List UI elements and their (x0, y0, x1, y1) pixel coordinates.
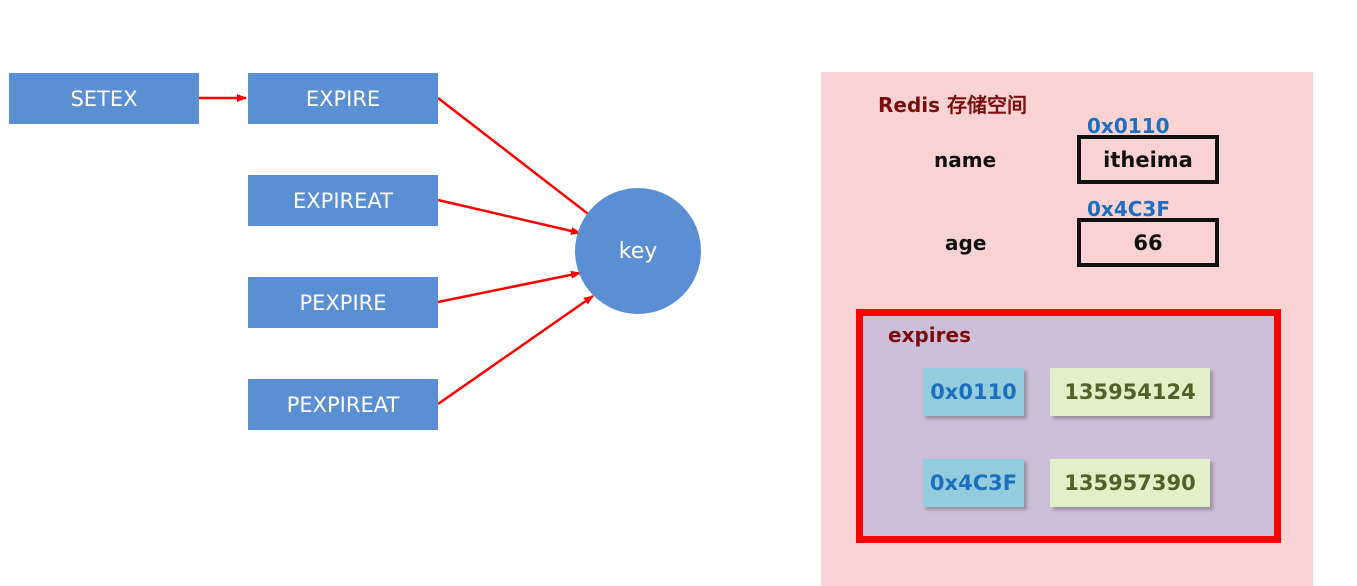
expire-command-box: EXPIRE (248, 73, 438, 124)
expireat-command-box: EXPIREAT (248, 175, 438, 226)
key-node: key (575, 188, 701, 314)
age-address: 0x4C3F (1087, 197, 1170, 221)
expires-title: expires (888, 323, 971, 347)
expires-entry-address: 0x0110 (923, 368, 1024, 416)
expires-entry-address: 0x4C3F (923, 459, 1024, 507)
arrow-expireat-to-key (437, 198, 581, 235)
arrow-pexpire-to-key (437, 270, 581, 304)
pexpireat-command-box: PEXPIREAT (248, 379, 438, 430)
name-value-box: itheima (1077, 135, 1219, 184)
storage-title: Redis 存储空间 (878, 93, 1028, 117)
expires-entry-timestamp: 135954124 (1050, 368, 1210, 416)
setex-command-box: SETEX (9, 73, 199, 124)
arrow-pexpireat-to-key (437, 294, 594, 406)
name-variable-label: name (934, 148, 997, 172)
redis-storage-panel: Redis 存储空间 0x0110 name itheima 0x4C3F ag… (821, 72, 1313, 586)
age-value-box: 66 (1077, 218, 1219, 267)
age-variable-label: age (945, 231, 987, 255)
arrow-expire-to-key (437, 97, 597, 221)
name-address: 0x0110 (1087, 114, 1170, 138)
expires-entry-timestamp: 135957390 (1050, 459, 1210, 507)
expires-container: expires 0x0110 135954124 0x4C3F 13595739… (856, 309, 1281, 543)
pexpire-command-box: PEXPIRE (248, 277, 438, 328)
